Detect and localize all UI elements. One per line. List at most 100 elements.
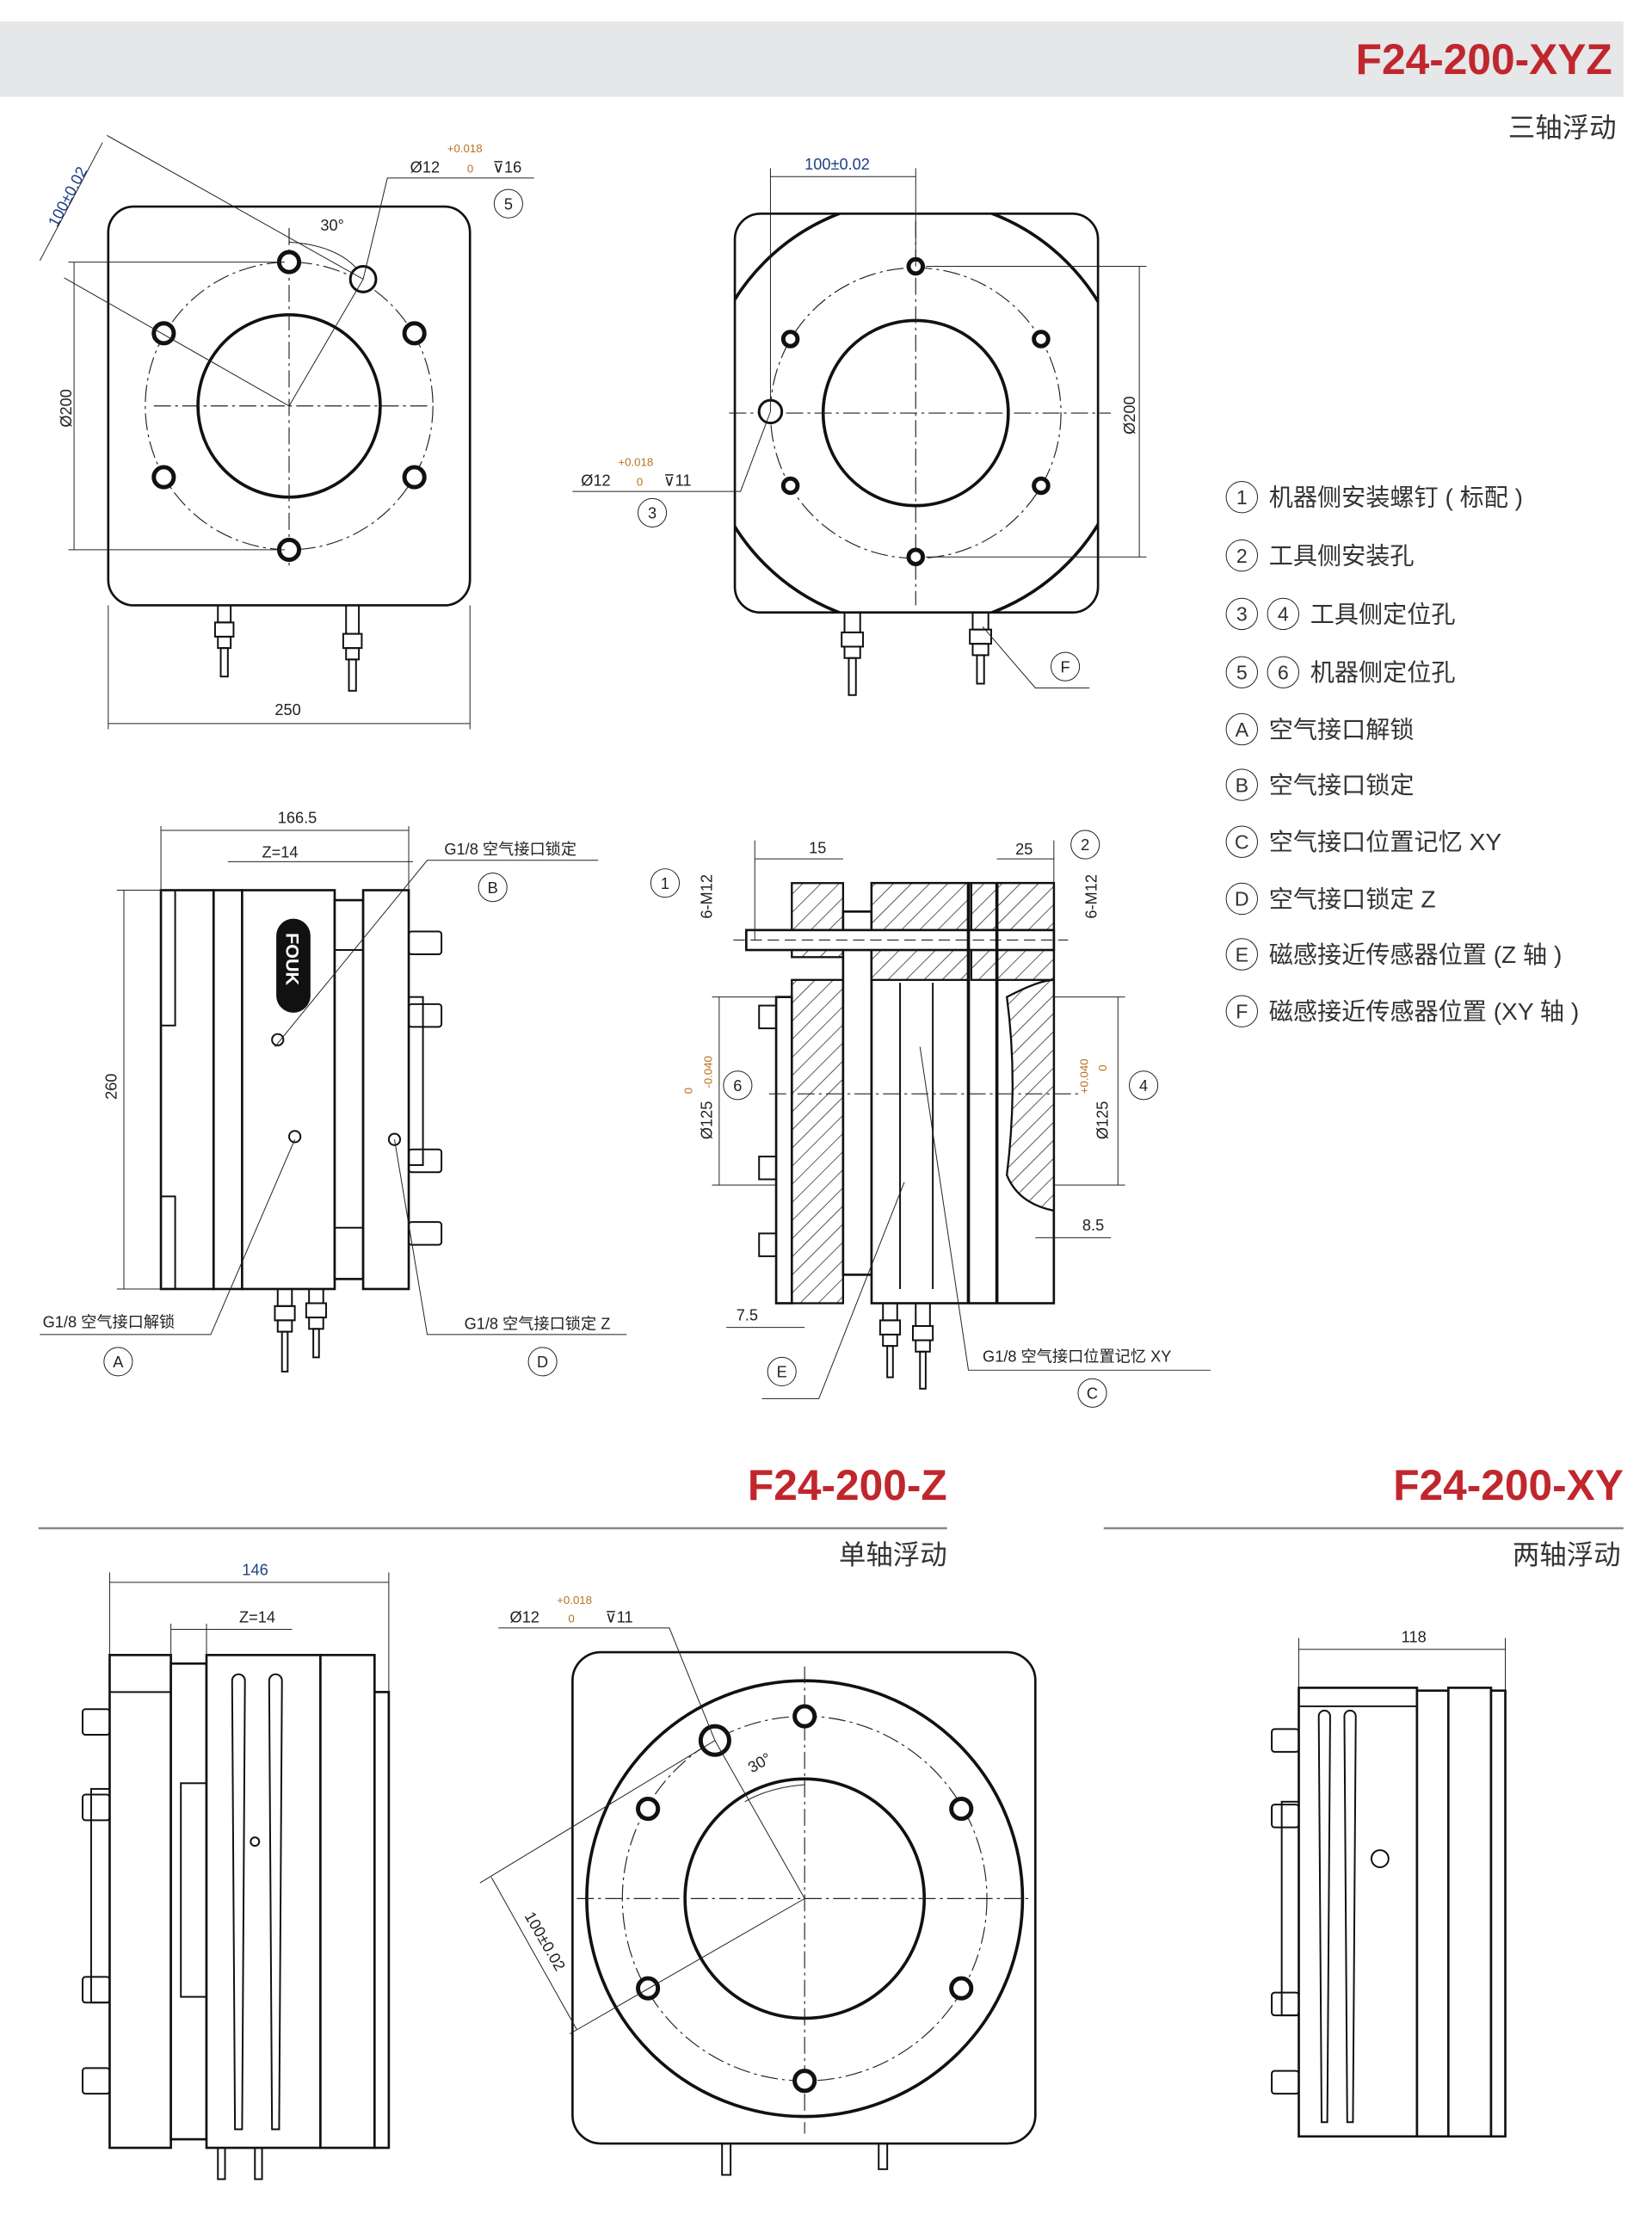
section-subtitle-xy: 两轴浮动 [1513,1539,1621,1570]
dim-diameter: Ø200 [1121,396,1138,434]
port-c-label: G1/8 空气接口位置记忆 XY [983,1348,1171,1365]
legend-text: 工具侧定位孔 [1310,601,1456,627]
dim-width: 166.5 [278,810,317,827]
section-title-xy: F24-200-XY [1393,1461,1624,1509]
callout-e: E [777,1364,787,1381]
callout-3-circle [638,497,668,527]
legend-text: 空气接口锁定 Z [1269,885,1436,912]
hole-tol-lower: 0 [568,1612,574,1625]
legend-marker: 5 [1236,662,1248,684]
dim-line-pitch [490,1877,577,2030]
dim-7-5: 7.5 [737,1306,758,1323]
legend-text: 空气接口解锁 [1269,716,1415,743]
legend-text: 空气接口锁定 [1269,772,1415,799]
legend-item-3-4: 3 4 工具侧定位孔 [1225,597,1456,631]
dim-left-depth: 15 [809,839,826,856]
dim-pitch: 100±0.02 [521,1909,569,1974]
legend-marker: A [1236,719,1249,741]
legend-marker: 2 [1236,545,1248,567]
hole-tol-lower: 0 [637,475,643,488]
hole-tol-upper: +0.018 [447,142,483,155]
mounting-holes [780,256,1051,566]
port-d [387,1132,402,1146]
legend-item-a: A 空气接口解锁 [1225,712,1415,746]
view-xyz-tool-face: 100±0.02 Ø200 Ø12 +0.018 0 ⊽11 3 F [572,156,1147,696]
air-connectors [841,611,992,696]
header-xy: F24-200-XY 两轴浮动 [1103,1461,1624,1570]
view-z-face: 100±0.02 30° Ø12 +0.018 0 ⊽11 [479,1594,1037,2176]
view-z-side: 146 Z=14 [82,1562,391,2180]
header-z: F24-200-Z 单轴浮动 [38,1461,947,1570]
guide-pins [1271,1728,1300,2095]
air-connectors [274,1287,328,1372]
legend-text: 磁感接近传感器位置 (Z 轴 ) [1269,941,1563,968]
bore-right-dia: Ø125 [1094,1101,1112,1140]
dim-width: 118 [1402,1628,1427,1645]
callout-6: 6 [733,1077,742,1095]
hole-tol-upper: +0.018 [618,455,653,468]
dim-z: Z=14 [239,1608,275,1625]
dim-diameter: Ø200 [58,389,75,428]
callout-d: D [537,1354,548,1371]
legend-marker: 1 [1236,486,1248,509]
air-connectors [213,604,363,692]
port-b [271,1033,285,1046]
view-xyz-side: FOUK 166.5 Z=14 260 G1/8 空气接口锁定 B G1/8 空… [40,810,627,1377]
legend-text: 磁感接近传感器位置 (XY 轴 ) [1269,998,1579,1025]
callout-f-circle [1051,651,1081,682]
legend-marker: 4 [1278,603,1289,626]
header-band [0,21,1624,97]
sensor-slots [1317,1709,1357,2124]
bore-left-tol-lower: -0.040 [702,1056,715,1089]
guide-pins [758,1004,778,1257]
port-a-label: G1/8 空气接口解锁 [43,1314,176,1331]
legend-text: 机器侧定位孔 [1310,659,1456,686]
view-xyz-machine-face: 100±0.02 30° Ø200 250 Ø12 +0.018 0 ⊽16 5 [39,134,534,730]
section-subtitle-z: 单轴浮动 [839,1539,947,1570]
hole-tol-lower: 0 [467,162,473,175]
dim-width: 250 [274,701,300,719]
section-subtitle-xyz: 三轴浮动 [1508,113,1617,143]
guide-pins [82,1708,111,2095]
hole-depth: ⊽11 [663,472,691,489]
dim-line-pitch [39,142,103,262]
port-d-label: G1/8 空气接口锁定 Z [465,1315,611,1332]
view-xyz-section: 15 25 6-M12 6-M12 1 2 Ø125 0 -0.040 6 Ø1… [650,830,1211,1408]
legend-marker: 6 [1278,662,1289,684]
legend-item-2: 2 工具侧安装孔 [1225,539,1415,572]
hole-diameter: Ø12 [510,1608,539,1625]
section-title-z: F24-200-Z [748,1461,947,1509]
leader-hole [498,1627,716,1741]
legend-marker: 3 [1236,603,1248,626]
bore-left-dia: Ø125 [699,1101,716,1140]
hole-depth: ⊽16 [493,158,522,176]
guide-pins [408,930,443,1246]
callout-5: 5 [504,195,513,213]
bore-right-tol-upper: +0.040 [1078,1058,1091,1094]
dim-right-depth: 25 [1015,841,1032,858]
callout-2: 2 [1081,836,1089,854]
hole-tol-upper: +0.018 [557,1594,592,1607]
legend-text: 空气接口位置记忆 XY [1269,829,1502,855]
callout-c: C [1087,1385,1098,1402]
callout-5-circle [493,188,523,219]
thread-left: 6-M12 [699,874,716,919]
callout-1: 1 [661,875,669,892]
port-b-label: G1/8 空气接口锁定 [444,841,576,858]
legend-text: 工具侧安装孔 [1269,542,1415,569]
callout-f: F [1061,658,1070,675]
thread-right: 6-M12 [1082,874,1100,919]
header-xyz: F24-200-XYZ 三轴浮动 [0,21,1624,143]
callout-a: A [113,1354,124,1371]
view-xy-side: 118 [1271,1628,1507,2138]
callout-3: 3 [648,505,656,522]
fouk-logo: FOUK [276,918,311,1013]
bore-left-tol-upper: 0 [681,1088,694,1094]
